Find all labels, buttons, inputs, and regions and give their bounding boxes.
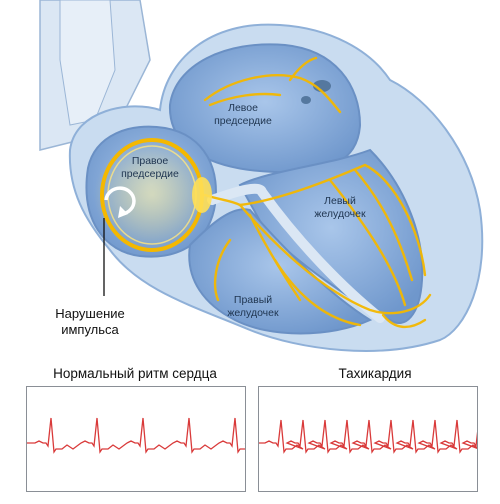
circular-arrow-icon (104, 186, 136, 218)
ecg-normal-trace (27, 417, 245, 454)
right-ventricle-label: Правый желудочек (218, 294, 288, 320)
left-atrium-label-line2: предсердие (214, 115, 272, 127)
left-ventricle-label-line2: желудочек (314, 208, 366, 220)
right-atrium-label-line1: Правое (131, 155, 169, 167)
impulse-glow (94, 140, 210, 250)
left-atrium-chamber (168, 43, 362, 174)
right-atrium-label-line2: предсердие (121, 168, 179, 180)
impulse-disorder-label-line2: импульса (61, 322, 119, 337)
left-ventricle-label: Левый желудочек (300, 195, 380, 221)
ecg-normal-panel (26, 386, 246, 492)
impulse-disorder-label-line1: Нарушение (55, 306, 125, 321)
right-atrium-label: Правое предсердие (110, 155, 190, 181)
ecg-tachy-panel (258, 386, 478, 492)
left-atrium-label: Левое предсердие (203, 102, 283, 128)
left-ventricle-chamber (238, 148, 424, 325)
ecg-tachy-title: Тахикардия (338, 366, 412, 381)
impulse-disorder-label: Нарушение импульса (40, 306, 140, 338)
conduction-system (203, 56, 432, 329)
sinus-node (192, 177, 212, 213)
left-atrium-label-line1: Левое (228, 102, 258, 114)
septum (207, 183, 385, 323)
pulmonary-vein-2 (301, 96, 311, 104)
right-ventricle-label-line1: Правый (233, 294, 273, 306)
ecg-normal-title: Нормальный ритм сердца (53, 366, 217, 381)
left-ventricle-label-line1: Левый (324, 195, 356, 207)
right-ventricle-label-line2: желудочек (227, 307, 279, 319)
ecg-tachy-trace (259, 419, 477, 454)
